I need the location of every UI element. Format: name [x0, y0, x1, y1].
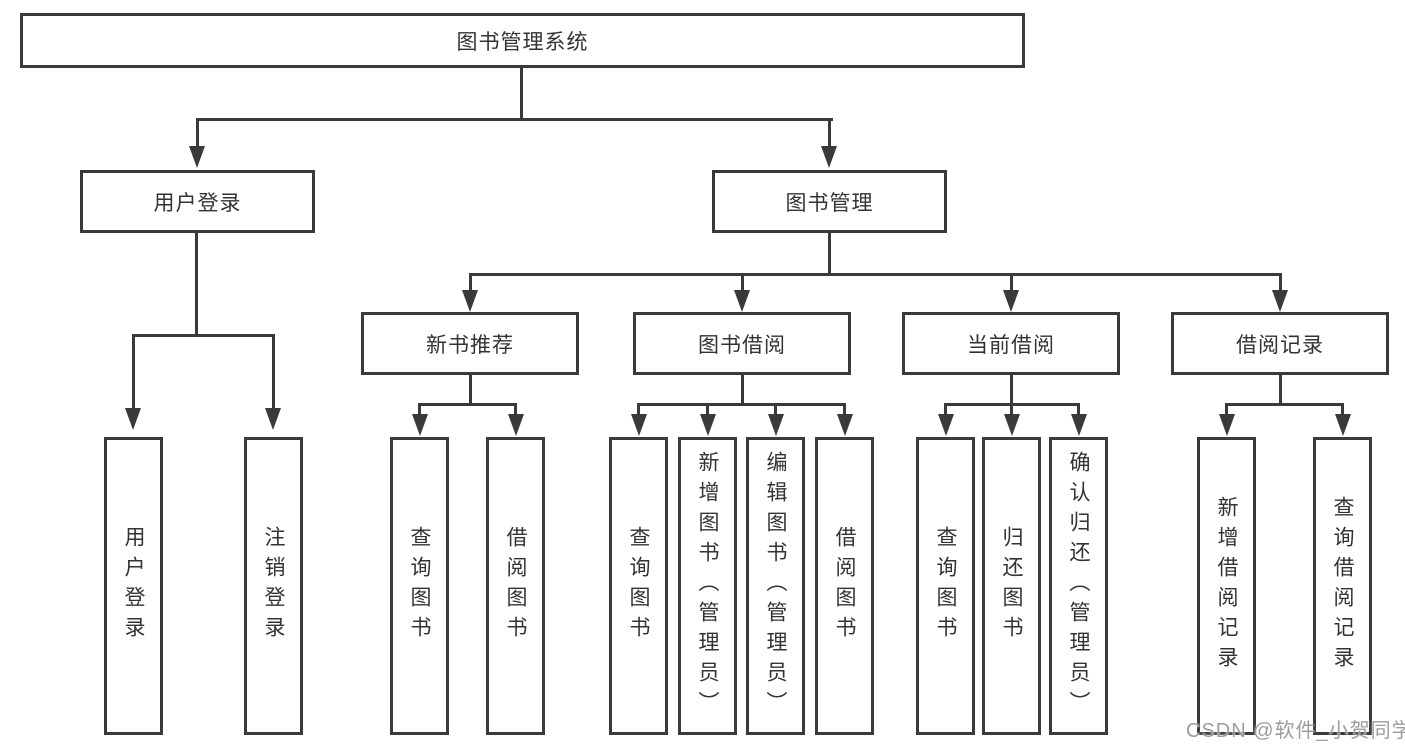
node-label: 新书推荐 [426, 333, 514, 357]
node-leaf-query-borrow-record: 查询借阅记录 [1313, 437, 1372, 735]
connector-current-borrow-stem [1010, 375, 1013, 405]
arrow-down-icon [821, 146, 837, 168]
arrow-down-icon [1004, 414, 1020, 436]
node-label: 查询图书 [408, 526, 431, 646]
node-label: 确认归还（管理员） [1067, 451, 1090, 721]
arrow-down-icon [462, 290, 478, 312]
node-leaf-logout: 注销登录 [244, 437, 303, 735]
connector-book-management-stem [828, 233, 831, 275]
node-label: 图书管理 [785, 191, 874, 215]
node-leaf-query-books-2: 查询图书 [609, 437, 668, 735]
connector-book-borrow-branch [637, 403, 846, 406]
node-leaf-return-book: 归还图书 [982, 437, 1041, 735]
connector-book-borrow-stem [741, 375, 744, 405]
connector-user-login-stem [195, 233, 198, 336]
csdn-watermark: CSDN @软件_小贺同学 [1186, 720, 1405, 742]
node-label: 查询图书 [934, 526, 957, 646]
connector-shaft [1279, 273, 1282, 292]
node-label: 新增借阅记录 [1215, 496, 1238, 676]
node-current-borrow: 当前借阅 [902, 312, 1120, 375]
connector-shaft [706, 403, 709, 416]
node-label: 借阅图书 [504, 526, 527, 646]
node-label: 查询图书 [627, 526, 650, 646]
arrow-down-icon [631, 414, 647, 436]
connector-shaft [514, 403, 517, 416]
connector-shaft [637, 403, 640, 416]
connector-user-login-branch [132, 334, 275, 337]
arrow-down-icon [734, 290, 750, 312]
connector-shaft [843, 403, 846, 416]
node-label: 图书管理系统 [456, 30, 589, 54]
arrow-down-icon [1272, 290, 1288, 312]
node-book-management: 图书管理 [712, 170, 947, 233]
connector-shaft [1341, 403, 1344, 416]
arrow-down-icon [1071, 414, 1087, 436]
node-label: 当前借阅 [967, 333, 1055, 357]
arrow-down-icon [837, 414, 853, 436]
connector-borrow-records-branch [1225, 403, 1344, 406]
connector-new-book-stem [469, 375, 472, 405]
node-leaf-borrow-books-1: 借阅图书 [486, 437, 545, 735]
connector-shaft [828, 118, 831, 150]
node-label: 图书借阅 [698, 333, 786, 357]
node-leaf-borrow-books-2: 借阅图书 [815, 437, 874, 735]
connector-shaft [196, 118, 199, 150]
connector-shaft [418, 403, 421, 416]
connector-new-book-branch [418, 403, 517, 406]
node-label: 用户登录 [122, 526, 145, 646]
arrow-down-icon [700, 414, 716, 436]
arrow-down-icon [938, 414, 954, 436]
node-leaf-add-book-admin: 新增图书（管理员） [678, 437, 737, 735]
node-label: 查询借阅记录 [1331, 496, 1354, 676]
connector-root-branch [196, 118, 833, 121]
node-label: 归还图书 [1000, 526, 1023, 646]
connector-shaft [1077, 403, 1080, 416]
connector-shaft [944, 403, 947, 416]
node-user-login: 用户登录 [80, 170, 315, 233]
arrow-down-icon [189, 146, 205, 168]
node-leaf-user-login: 用户登录 [104, 437, 163, 735]
connector-shaft [774, 403, 777, 416]
node-library-management-system: 图书管理系统 [20, 13, 1025, 68]
node-label: 新增图书（管理员） [696, 451, 719, 721]
node-label: 注销登录 [262, 526, 285, 646]
connector-shaft [1225, 403, 1228, 416]
connector-shaft [1010, 403, 1013, 416]
arrow-down-icon [265, 408, 281, 430]
arrow-down-icon [1003, 290, 1019, 312]
node-leaf-edit-book-admin: 编辑图书（管理员） [746, 437, 805, 735]
node-leaf-add-borrow-record: 新增借阅记录 [1197, 437, 1256, 735]
arrow-down-icon [1335, 414, 1351, 436]
node-leaf-confirm-return-admin: 确认归还（管理员） [1049, 437, 1108, 735]
connector-shaft [272, 334, 275, 410]
node-label: 借阅记录 [1236, 333, 1324, 357]
node-new-book-recommend: 新书推荐 [361, 312, 579, 375]
node-label: 用户登录 [153, 191, 242, 215]
arrow-down-icon [412, 414, 428, 436]
connector-borrow-records-stem [1279, 375, 1282, 405]
connector-shaft [132, 334, 135, 410]
arrow-down-icon [125, 408, 141, 430]
node-leaf-query-books-1: 查询图书 [390, 437, 449, 735]
node-book-borrow: 图书借阅 [633, 312, 851, 375]
connector-book-management-branch [469, 273, 1282, 276]
connector-shaft [469, 273, 472, 292]
arrow-down-icon [508, 414, 524, 436]
connector-root-stem [520, 68, 523, 120]
connector-shaft [741, 273, 744, 292]
node-leaf-query-books-3: 查询图书 [916, 437, 975, 735]
connector-shaft [1010, 273, 1013, 292]
arrow-down-icon [1219, 414, 1235, 436]
node-label: 编辑图书（管理员） [764, 451, 787, 721]
node-borrow-records: 借阅记录 [1171, 312, 1389, 375]
arrow-down-icon [768, 414, 784, 436]
node-label: 借阅图书 [833, 526, 856, 646]
